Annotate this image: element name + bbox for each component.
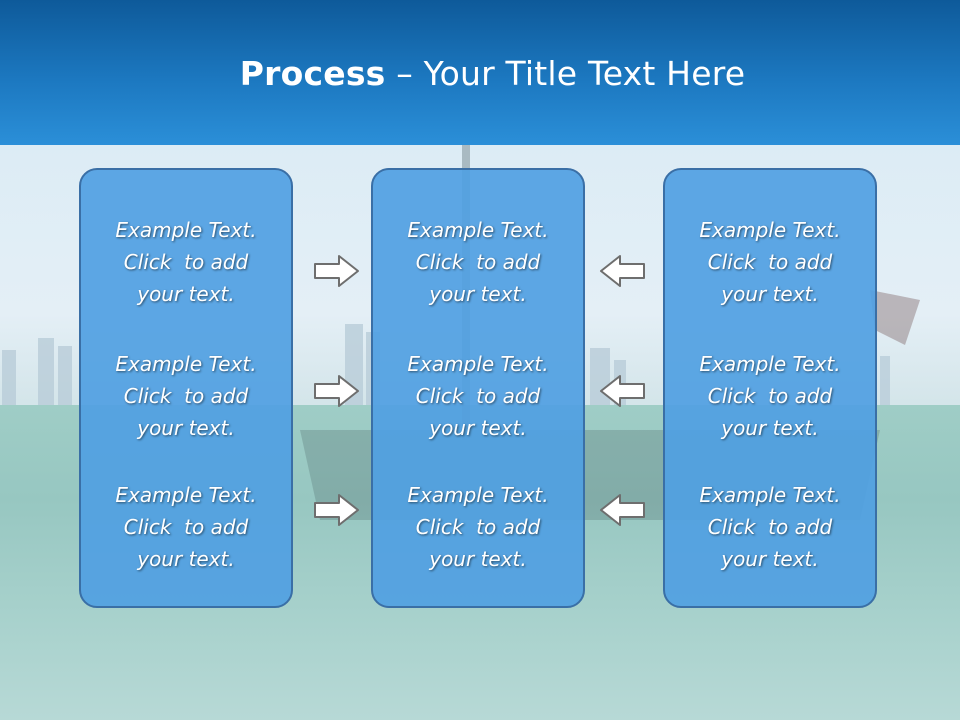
text-line: your text.: [137, 282, 235, 306]
arrow-right-icon: [314, 494, 359, 526]
arrow-right-icon: [314, 255, 359, 287]
text-line: your text.: [721, 282, 819, 306]
arrow-left-icon: [600, 375, 645, 407]
text-line: Click to add: [123, 250, 249, 274]
text-line: your text.: [137, 416, 235, 440]
process-box-center[interactable]: Example Text. Click to add your text. Ex…: [371, 168, 585, 608]
text-block[interactable]: Example Text. Click to add your text.: [81, 348, 291, 444]
text-line: your text.: [429, 547, 527, 571]
text-line: Click to add: [707, 384, 833, 408]
text-block[interactable]: Example Text. Click to add your text.: [373, 479, 583, 575]
process-box-right[interactable]: Example Text. Click to add your text. Ex…: [663, 168, 877, 608]
text-line: Example Text.: [699, 352, 841, 376]
text-block[interactable]: Example Text. Click to add your text.: [665, 479, 875, 575]
text-line: Click to add: [123, 384, 249, 408]
text-line: Example Text.: [407, 218, 549, 242]
text-line: Example Text.: [407, 483, 549, 507]
text-line: Example Text.: [115, 352, 257, 376]
arrow-left-icon: [600, 255, 645, 287]
process-box-left[interactable]: Example Text. Click to add your text. Ex…: [79, 168, 293, 608]
header-bar: Process – Your Title Text Here: [0, 0, 960, 145]
text-line: Click to add: [707, 515, 833, 539]
text-line: Example Text.: [699, 483, 841, 507]
text-line: your text.: [429, 416, 527, 440]
text-line: your text.: [721, 416, 819, 440]
arrow-left-icon: [600, 494, 645, 526]
text-line: Click to add: [415, 515, 541, 539]
text-line: Click to add: [415, 384, 541, 408]
text-line: Click to add: [707, 250, 833, 274]
text-block[interactable]: Example Text. Click to add your text.: [665, 214, 875, 310]
text-line: Click to add: [415, 250, 541, 274]
text-line: Example Text.: [115, 218, 257, 242]
text-line: your text.: [137, 547, 235, 571]
text-line: Click to add: [123, 515, 249, 539]
arrow-right-icon: [314, 375, 359, 407]
text-line: Example Text.: [115, 483, 257, 507]
title-rest: – Your Title Text Here: [385, 54, 746, 93]
text-line: Example Text.: [407, 352, 549, 376]
text-block[interactable]: Example Text. Click to add your text.: [373, 348, 583, 444]
text-block[interactable]: Example Text. Click to add your text.: [665, 348, 875, 444]
title-bold: Process: [239, 54, 386, 93]
text-block[interactable]: Example Text. Click to add your text.: [81, 214, 291, 310]
text-line: your text.: [721, 547, 819, 571]
text-block[interactable]: Example Text. Click to add your text.: [81, 479, 291, 575]
text-block[interactable]: Example Text. Click to add your text.: [373, 214, 583, 310]
slide-title[interactable]: Process – Your Title Text Here: [0, 52, 960, 96]
text-line: your text.: [429, 282, 527, 306]
text-line: Example Text.: [699, 218, 841, 242]
